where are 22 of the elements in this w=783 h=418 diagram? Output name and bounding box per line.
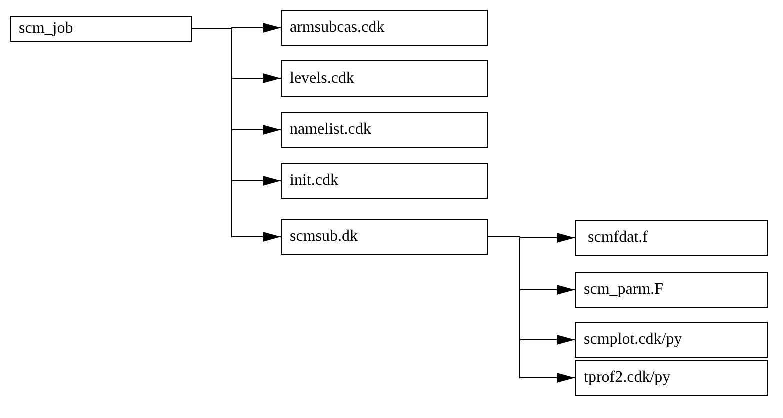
- file-name: scm_parm.F: [584, 281, 664, 299]
- file-name: scmsub.dk: [290, 228, 358, 246]
- file-name: armsubcas.cdk: [290, 19, 385, 37]
- file-box: [575, 272, 768, 308]
- file-box: [575, 322, 768, 358]
- arrow: [488, 236, 576, 383]
- file-name: tprof2.cdk/py: [584, 369, 671, 387]
- file-box: [281, 163, 488, 199]
- file-name: scm_job: [19, 20, 74, 38]
- file-box: [10, 16, 192, 42]
- file-box: [281, 10, 488, 46]
- file-box: [575, 220, 768, 256]
- file-box: [281, 112, 488, 148]
- file-box: [281, 219, 488, 255]
- file-name: levels.cdk: [290, 70, 354, 88]
- file-name: namelist.cdk: [290, 121, 372, 139]
- file-name: scmplot.cdk/py: [584, 331, 682, 349]
- arrow: [192, 28, 282, 242]
- file-box: [575, 360, 768, 396]
- file-name: init.cdk: [290, 172, 338, 190]
- file-name: scmfdat.f: [587, 229, 648, 247]
- file-box: [281, 60, 488, 97]
